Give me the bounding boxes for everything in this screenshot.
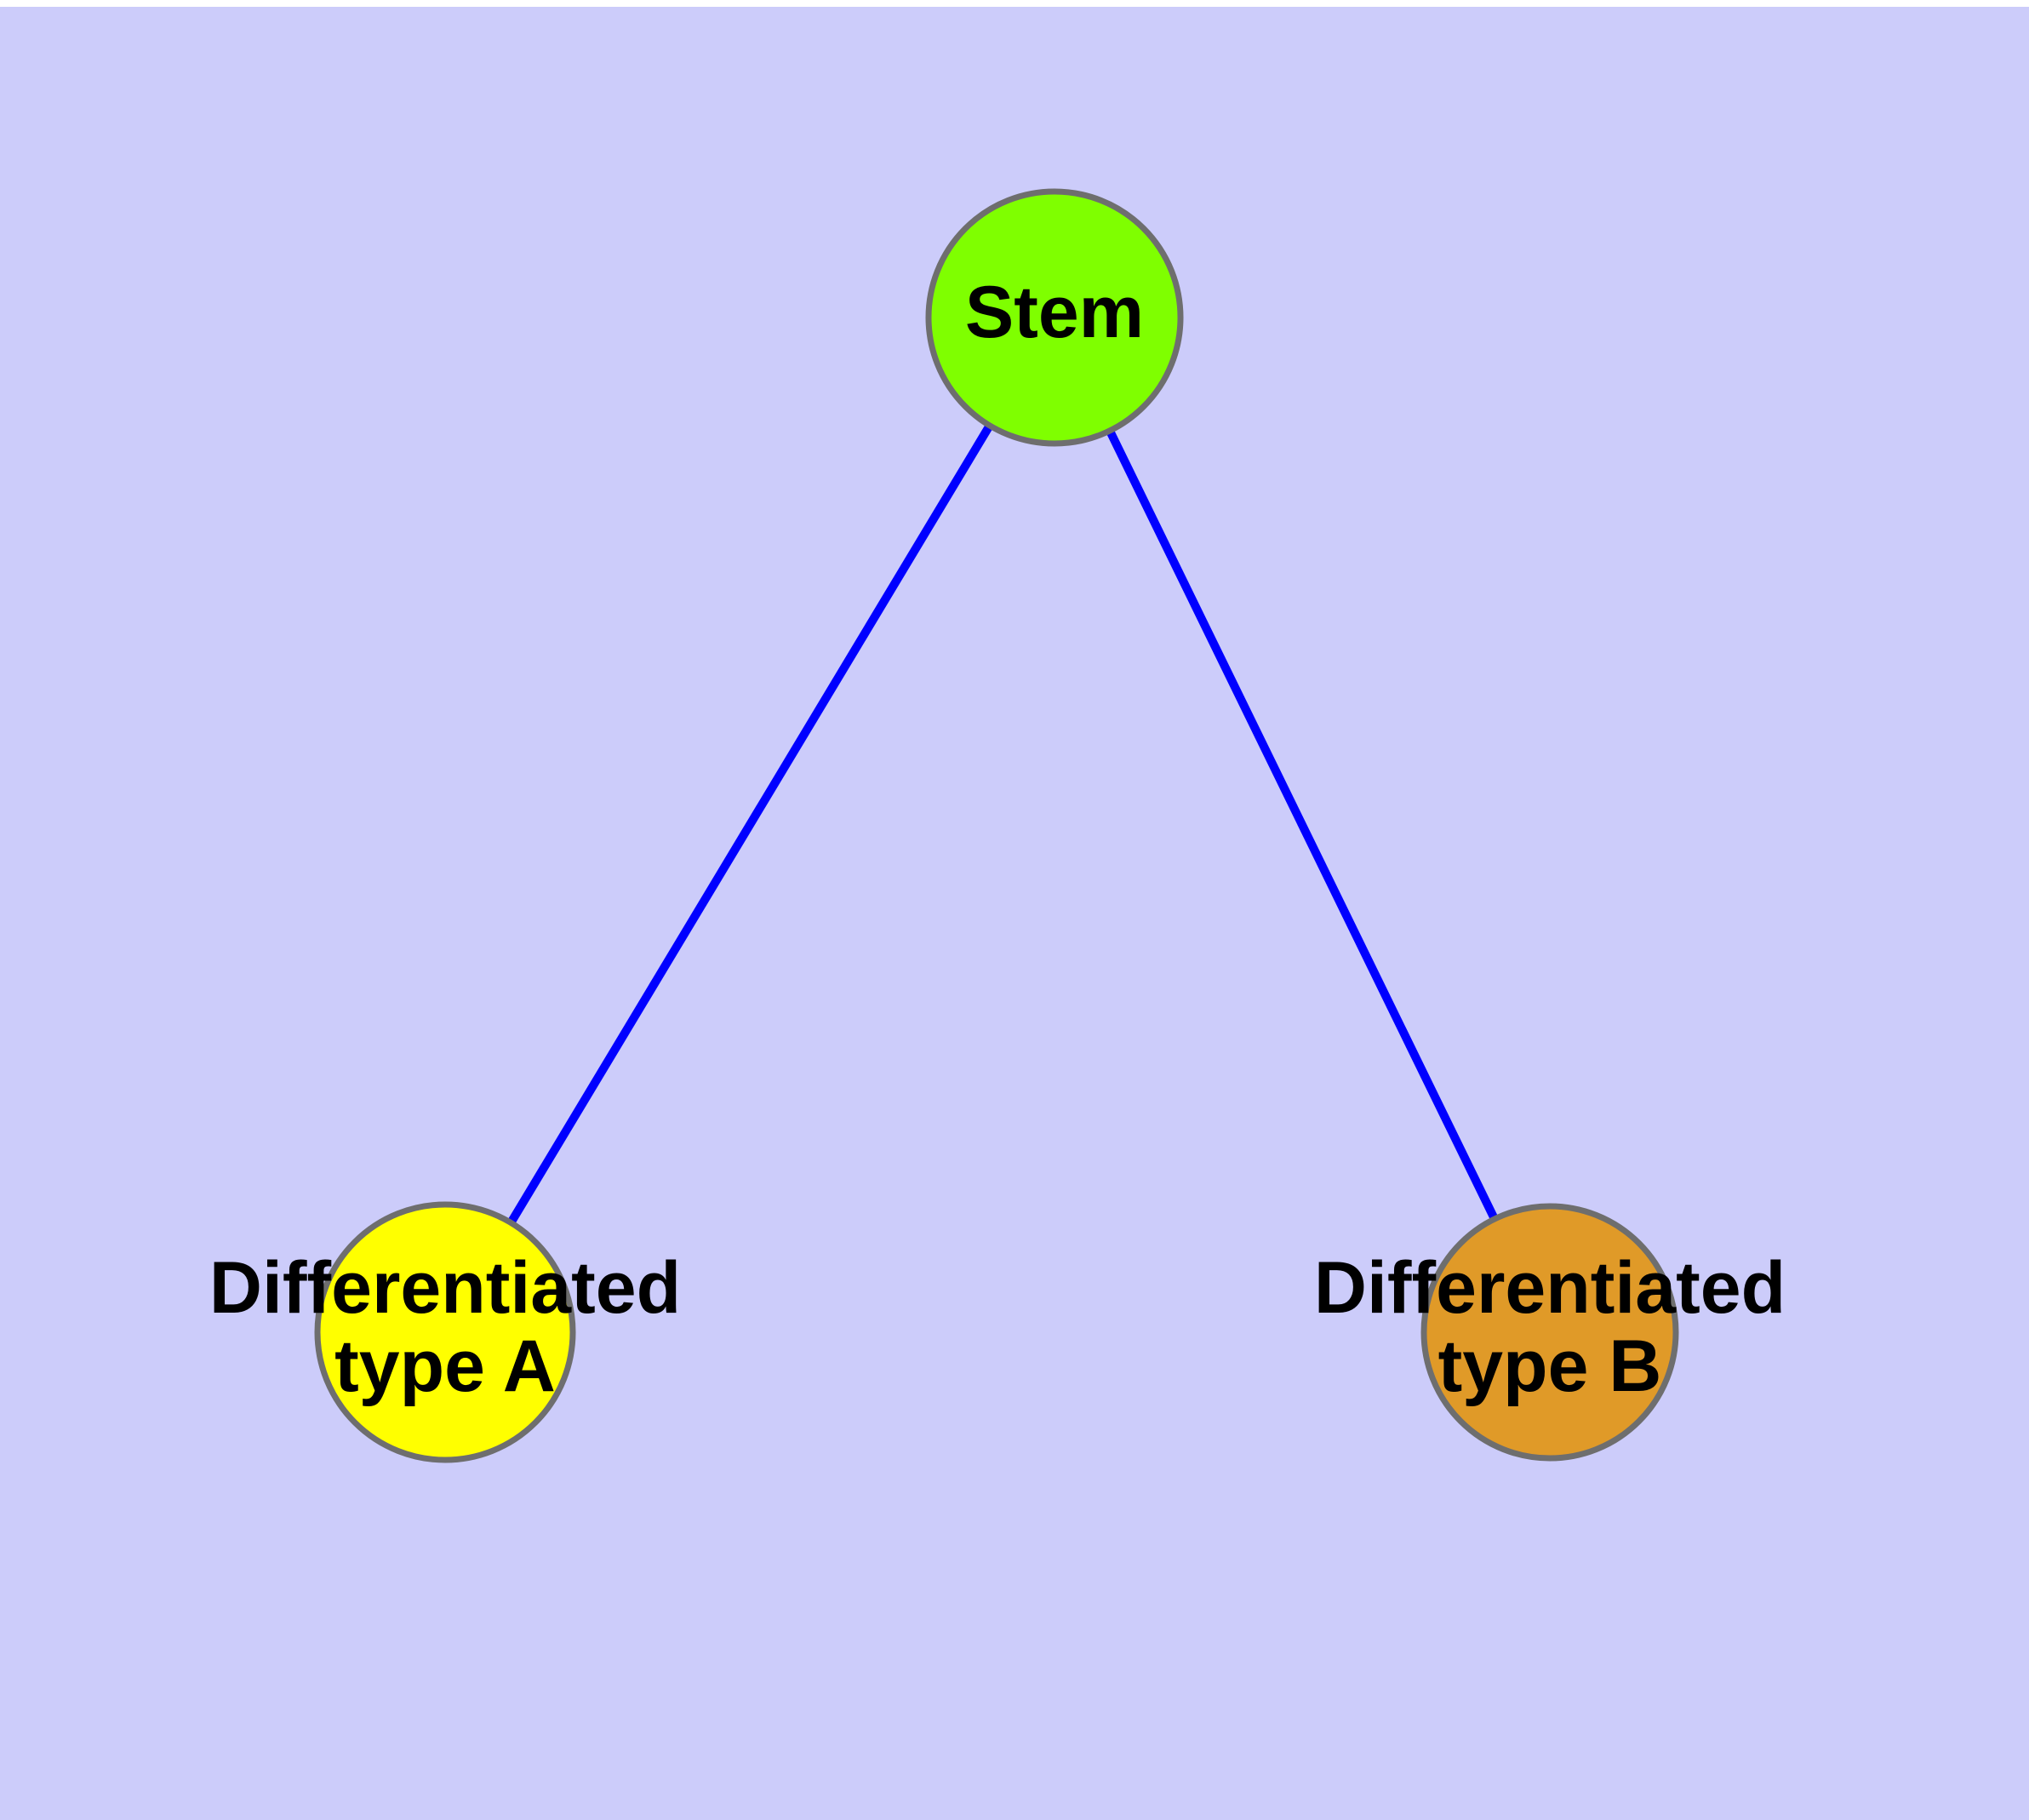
edges-layer: [501, 415, 1503, 1234]
graph-edge[interactable]: [1101, 420, 1503, 1230]
node-label-line: Stem: [965, 272, 1144, 353]
graph-node-stem[interactable]: Stem: [925, 188, 1184, 447]
node-circle-diff_b[interactable]: [1420, 1203, 1679, 1462]
node-label-stem: Stem: [965, 272, 1144, 353]
node-label-line: Differentiated: [1314, 1247, 1786, 1329]
node-label-line: type B: [1438, 1325, 1662, 1407]
node-circle-stem[interactable]: [925, 188, 1184, 447]
node-label-line: type A: [334, 1325, 556, 1407]
graph-edge[interactable]: [501, 415, 999, 1234]
node-circle-diff_a[interactable]: [314, 1201, 576, 1463]
node-label-line: Differentiated: [209, 1247, 681, 1329]
